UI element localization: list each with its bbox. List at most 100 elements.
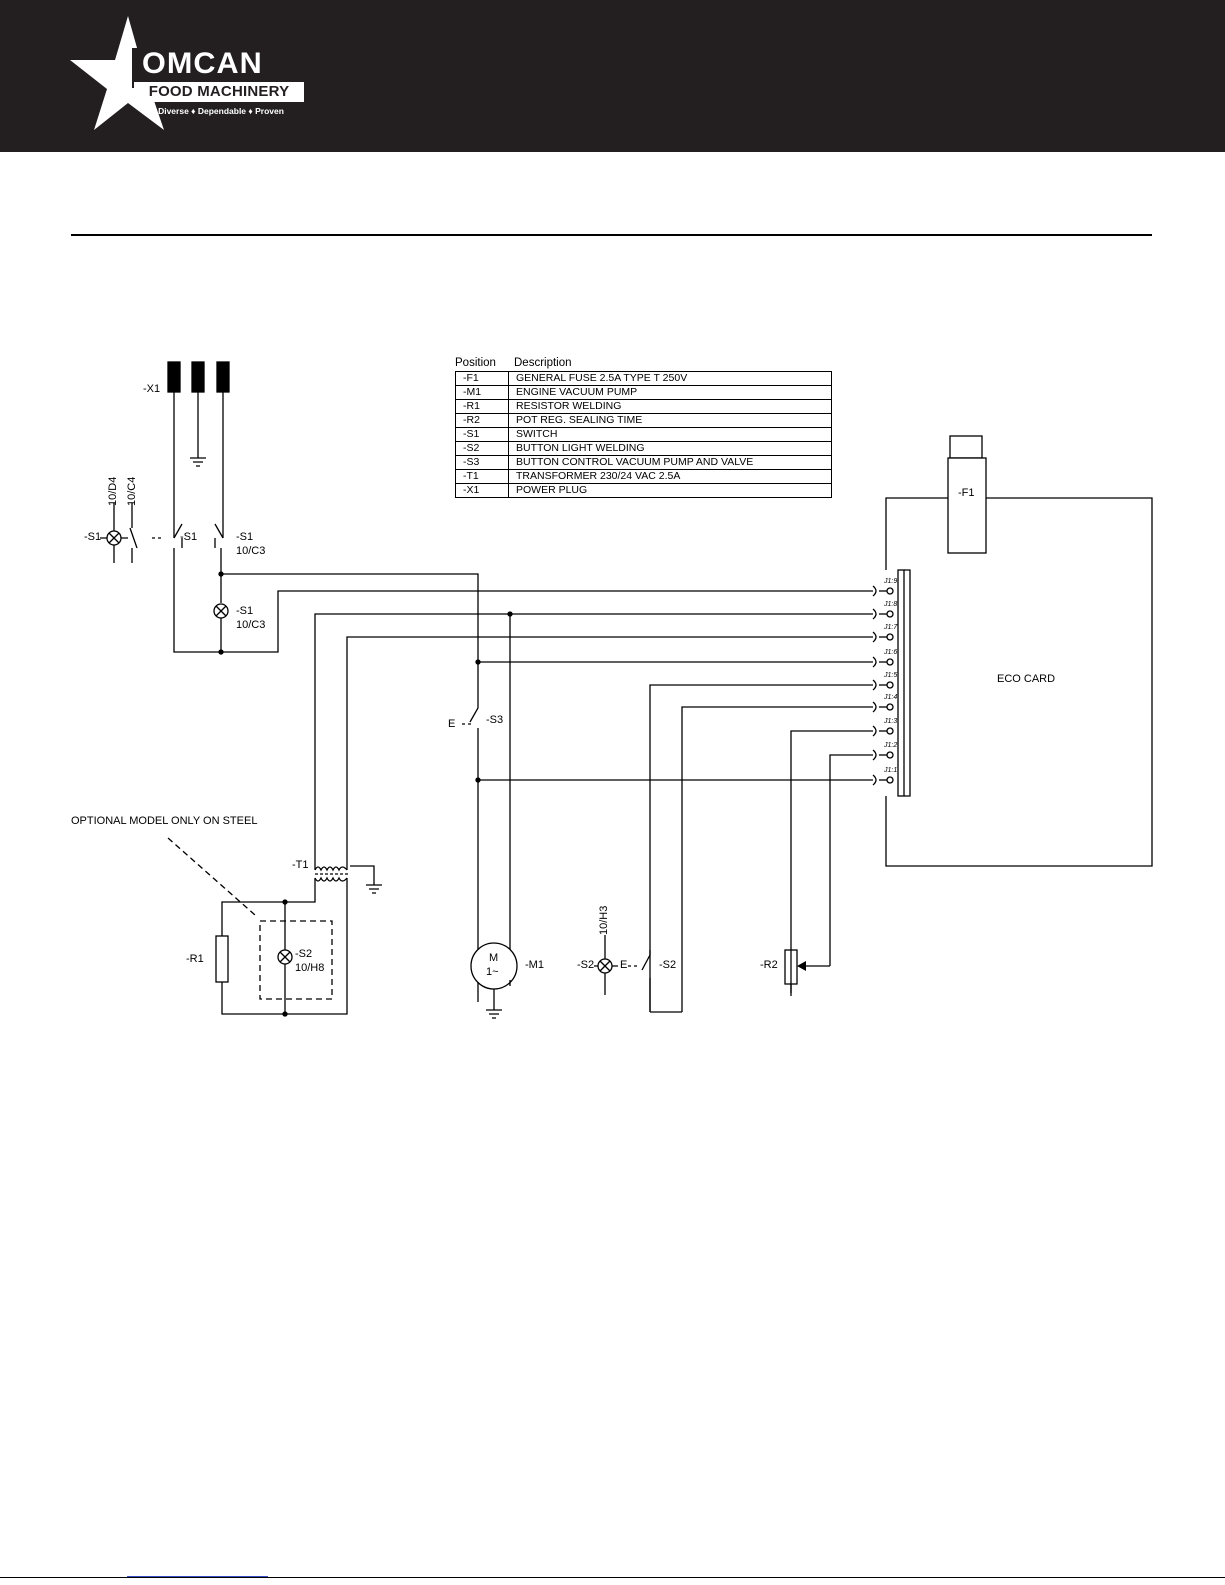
earth-icon [486,1009,502,1019]
connector-pin-icon [872,774,894,786]
star-icon [70,16,310,130]
connector-strip [897,569,905,797]
footer-rule [0,1577,1225,1578]
label-pin: J1:9 [884,578,898,585]
label-f1: -F1 [958,487,975,499]
legend-col-description: Description [514,357,572,369]
s1-lamp-left-icon [106,530,122,546]
brand-subtitle: FOOD MACHINERY [134,82,304,102]
s3-switch-icon [462,706,484,738]
legend-description: BUTTON LIGHT WELDING [508,441,832,456]
legend-description: RESISTOR WELDING [508,399,832,414]
label-s2-switch: -S2 [659,959,677,971]
label-m1: -M1 [525,959,544,971]
label-s2-e: E [620,959,628,971]
label-pin: J1:3 [884,718,898,725]
legend-description: GENERAL FUSE 2.5A TYPE T 250V [508,371,832,386]
connector-pins [872,585,894,786]
label-x1: -X1 [143,383,161,395]
label-s1-lamp-ref: 10/C3 [236,619,266,631]
legend-description: POWER PLUG [508,483,832,498]
legend-position: -R1 [455,399,509,414]
fuse-f1-cap [949,435,983,459]
label-s2-lamp: -S2 [577,959,595,971]
s1-contact-1 [173,523,183,539]
label-pin: J1:4 [884,694,898,701]
eco-card-outline [885,497,1153,867]
brand-name: OMCAN [142,47,263,80]
legend-col-position: Position [455,357,496,369]
label-r1: -R1 [186,953,204,965]
label-pin: J1:1 [884,767,898,774]
label-optional: OPTIONAL MODEL ONLY ON STEEL [71,815,258,827]
label-pin: J1:8 [884,601,898,608]
label-s3: -S3 [486,714,504,726]
legend-position: -S3 [455,455,509,470]
label-s1-left: -S1 [84,531,102,543]
omcan-logo: OMCAN FOOD MACHINERY Diverse ♦ Dependabl… [70,14,320,130]
connector-pin-icon [872,701,894,713]
label-pin: J1:5 [884,672,898,679]
legend-position: -X1 [455,483,509,498]
label-ref-h3: 10/H3 [598,905,610,935]
connector-pin-icon [872,749,894,761]
label-pin: J1:7 [884,624,898,631]
footer-link[interactable] [127,1576,268,1577]
legend-description: BUTTON CONTROL VACUUM PUMP AND VALVE [508,455,832,470]
s1-contact-2 [214,523,224,539]
legend-header: Position Description [455,355,832,371]
connector-pin-icon [872,585,894,597]
label-s1-lamp: -S1 [236,605,254,617]
header-bar: OMCAN FOOD MACHINERY Diverse ♦ Dependabl… [0,0,1225,152]
s1-indicator-lamp-icon [213,603,229,619]
earth-icon [190,457,206,467]
s2-lamp-icon [597,958,613,974]
legend-position: -R2 [455,413,509,428]
connector-pin-icon [872,656,894,668]
legend-position: -M1 [455,385,509,400]
legend-position: -S1 [455,427,509,442]
label-eco-card: ECO CARD [997,673,1056,685]
label-s2-optional-ref: 10/H8 [295,962,325,974]
resistor-r1-icon [215,935,229,983]
legend-description: POT REG. SEALING TIME [508,413,832,428]
earth-icon [366,884,382,894]
label-s1-mid: -S1 [180,531,198,543]
label-t1: -T1 [292,859,309,871]
label-pin: J1:6 [884,649,898,656]
x1-pin-1 [167,361,181,393]
connector-pin-icon [872,725,894,737]
label-pin: J1:2 [884,742,898,749]
label-ref-c4: 10/C4 [126,476,138,506]
label-ref-d4: 10/D4 [107,476,119,506]
connector-pin-icon [872,631,894,643]
legend-position: -T1 [455,469,509,484]
label-s2-optional: -S2 [295,948,313,960]
label-s1-right-ref: 10/C3 [236,545,266,557]
section-divider [71,234,1152,236]
x1-pin-2 [191,361,205,393]
legend-position: -S2 [455,441,509,456]
s2-optional-lamp-icon [277,949,293,965]
optional-leader [167,837,256,916]
label-s3-e: E [448,718,456,730]
label-motor-m: M [489,952,499,964]
label-s1-right: -S1 [236,531,254,543]
label-r2: -R2 [760,959,778,971]
optional-box [259,920,333,1000]
fuse-f1-icon [947,457,987,554]
connector-pin-icon [872,608,894,620]
x1-pin-3 [216,361,230,393]
